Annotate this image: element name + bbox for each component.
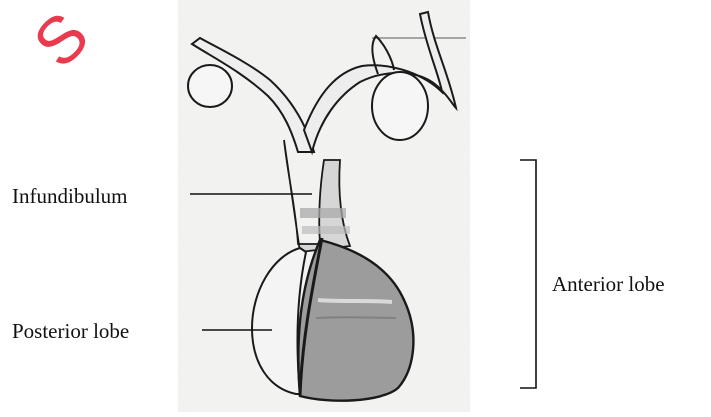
stalk-band xyxy=(302,226,350,234)
anterior-bracket xyxy=(520,160,536,388)
anterior-lobe-label: Anterior lobe xyxy=(552,274,665,295)
anterior-streak xyxy=(316,317,396,318)
stalk-band xyxy=(300,208,346,218)
anterior-streak xyxy=(318,300,392,302)
left-oval xyxy=(188,65,232,107)
watermark-logo: S xyxy=(19,0,102,81)
infundibulum-label: Infundibulum xyxy=(12,186,128,207)
posterior-lobe-label: Posterior lobe xyxy=(12,321,129,342)
right-oval xyxy=(372,72,428,140)
